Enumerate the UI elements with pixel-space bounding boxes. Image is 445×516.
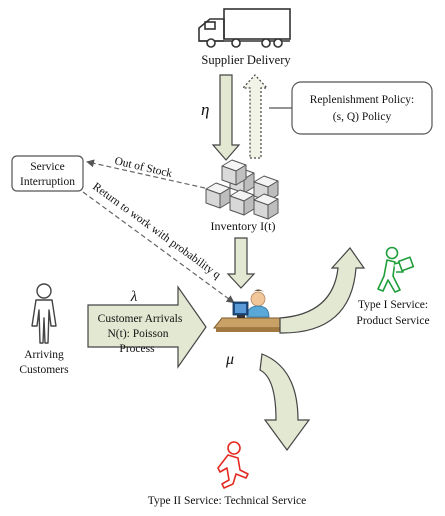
service-interruption-line2: Interruption — [20, 176, 75, 188]
type2-service-arrow — [259, 353, 311, 452]
return-to-work-arrow — [82, 191, 235, 304]
type2-service-person-icon — [217, 441, 249, 489]
supply-arrow — [211, 74, 241, 161]
return-to-work-label: Return to work with probability q — [90, 181, 223, 282]
type2-label: Type II Service: Technical Service — [148, 495, 306, 507]
out-of-stock-arrow — [86, 159, 206, 189]
eta-symbol: η — [201, 100, 209, 119]
order-signal-arrow — [241, 74, 269, 159]
arriving-customers-line2: Customers — [19, 364, 69, 376]
type1-line2: Product Service — [356, 315, 429, 327]
type1-service-person-icon — [377, 246, 415, 293]
arrivals-line2: N(t): Poisson — [107, 328, 168, 340]
customer-arrivals-arrow — [87, 285, 207, 369]
inventory-label: Inventory I(t) — [211, 219, 276, 233]
arriving-customers-line1: Arriving — [24, 349, 64, 361]
type1-line1: Type I Service: — [358, 299, 428, 311]
arriving-customer-icon — [31, 283, 57, 344]
lambda-symbol: λ — [130, 289, 138, 305]
server-person-icon — [212, 289, 289, 332]
policy-box — [291, 81, 433, 135]
service-interruption-box — [11, 155, 84, 192]
service-interruption-line1: Service — [30, 161, 64, 173]
policy-title: Replenishment Policy: — [310, 94, 414, 106]
arrivals-line1: Customer Arrivals — [98, 313, 183, 325]
mu-symbol: μ — [225, 351, 234, 368]
truck-icon — [198, 8, 291, 48]
policy-value: (s, Q) Policy — [333, 111, 392, 123]
inventory-to-server-arrow — [226, 237, 256, 289]
arrivals-line3: Process — [119, 343, 155, 355]
supplier-label: Supplier Delivery — [201, 53, 291, 67]
inventory-cubes-icon — [205, 159, 279, 220]
out-of-stock-label: Out of Stock — [113, 155, 173, 180]
type1-service-arrow — [279, 247, 366, 334]
